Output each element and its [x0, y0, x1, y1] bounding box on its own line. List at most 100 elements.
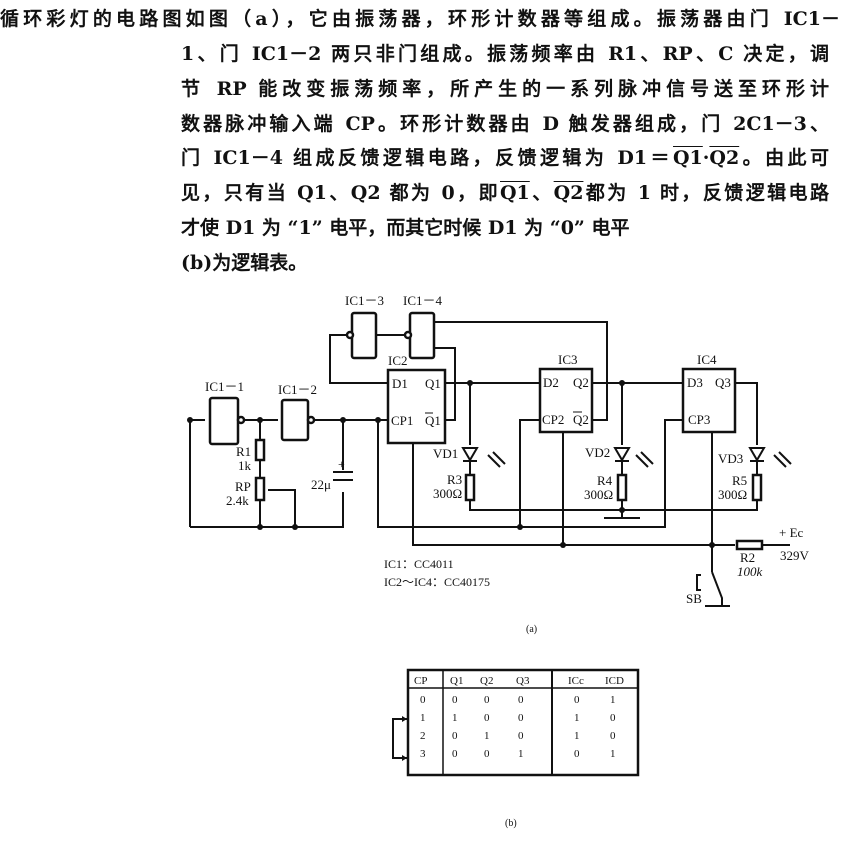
gate-ic1-4: IC1－4 — [403, 293, 443, 360]
q1-bar: Q1 — [500, 182, 530, 204]
rp-label: RP — [235, 479, 251, 494]
figure-caption-a: (a) — [526, 624, 537, 635]
text-line-7: 才使 D1 为 “1” 电平，而其它时候 D1 为 “0” 电平 — [181, 217, 630, 239]
resistor-r3 — [464, 473, 476, 502]
r1-label: R1 — [236, 444, 251, 459]
resistor-r1 — [254, 438, 266, 462]
table-cell: 0 — [610, 730, 616, 742]
table-cell: 0 — [452, 694, 458, 706]
q1-bar: Q1 — [673, 147, 703, 169]
gate-ic1-2: IC1－2 — [278, 382, 317, 442]
table-cell: 0 — [484, 712, 490, 724]
light-emission-icon — [487, 451, 792, 468]
pin-q1: Q1 — [425, 376, 441, 391]
r1-value: 1k — [238, 458, 252, 473]
table-cell: 2 — [420, 730, 426, 742]
pin-cp3: CP3 — [688, 412, 710, 427]
text-line-4: 数器脉冲输入端 CP。环形计数器由 D 触发器组成，门 2C1－3、 — [181, 113, 829, 135]
resistor-r5 — [751, 473, 763, 502]
resistor-r2 — [735, 539, 764, 551]
table-cell: 1 — [484, 730, 490, 742]
cap-polarity: + — [338, 457, 345, 471]
ic1-note: IC1：CC4011 — [384, 557, 454, 571]
pin-q3: Q3 — [715, 375, 731, 390]
r2-label: R2 — [740, 550, 755, 565]
vd3-label: VD3 — [718, 451, 743, 466]
led-vd3-icon — [748, 447, 766, 462]
table-cell: 1 — [452, 712, 458, 724]
r2-value: 100k — [737, 564, 763, 579]
table-cell: 1 — [574, 712, 580, 724]
text-line-6: 见，只有当 Q1、Q2 都为 0，即Q1、Q2都为 1 时，反馈逻辑电路 — [181, 181, 829, 205]
pin-q1-bar: Q1 — [425, 413, 441, 428]
header-q3: Q3 — [516, 675, 530, 687]
rp-value: 2.4k — [226, 493, 249, 508]
text-line-8: (b)为逻辑表。 — [181, 252, 308, 274]
table-cell: 0 — [420, 694, 426, 706]
ic4-flipflop: IC4 D3 Q3 CP3 — [681, 352, 737, 434]
pin-d1: D1 — [392, 376, 408, 391]
vd2-label: VD2 — [585, 445, 610, 460]
figure-caption-b: (b) — [505, 818, 517, 829]
switch-sb-label: SB — [686, 591, 702, 606]
ic-label: IC3 — [558, 352, 578, 367]
table-cell: 0 — [518, 694, 524, 706]
table-cell: 1 — [610, 748, 616, 760]
pin-d2: D2 — [543, 375, 559, 390]
supply-voltage: 329V — [780, 548, 810, 563]
text-line-1: 循环彩灯的电路图如图（a），它由振荡器，环形计数器等组成。振荡器由门 IC1－ — [0, 8, 840, 30]
table-cell: 1 — [610, 694, 616, 706]
supply-label: + Ec — [779, 525, 804, 540]
ic3-flipflop: IC3 D2 Q2 CP2 Q2 — [538, 352, 594, 434]
table-cell: 1 — [574, 730, 580, 742]
r5-value: 300Ω — [718, 487, 747, 502]
led-vd1-icon — [461, 447, 479, 462]
table-cell: 3 — [420, 748, 426, 760]
gate-label: IC1－1 — [205, 379, 244, 394]
ic2-ic4-note: IC2～IC4：CC40175 — [384, 575, 490, 589]
table-cell: 0 — [452, 748, 458, 760]
led-vd2-icon — [613, 447, 631, 462]
r5-label: R5 — [732, 473, 747, 488]
text-segment: · — [702, 147, 710, 169]
table-cell: 0 — [518, 712, 524, 724]
text-segment: 。由此可 — [739, 147, 829, 169]
text-segment: 、 — [529, 182, 554, 204]
r3-label: R3 — [447, 472, 462, 487]
pin-d3: D3 — [687, 375, 703, 390]
components: R1 1k RP 2.4k + 22μ VD1 R3 300Ω VD2 R4 3… — [226, 438, 810, 606]
gate-label: IC1－2 — [278, 382, 317, 397]
gate-ic1-3: IC1－3 — [345, 293, 384, 360]
gate-label: IC1－4 — [403, 293, 443, 308]
pin-cp2: CP2 — [542, 412, 564, 427]
pin-cp1: CP1 — [391, 413, 413, 428]
header-cp: CP — [414, 675, 427, 687]
r4-value: 300Ω — [584, 487, 613, 502]
cap-value: 22μ — [311, 477, 331, 492]
ic-label: IC2 — [388, 353, 408, 368]
table-cell: 0 — [484, 694, 490, 706]
table-cell: 0 — [610, 712, 616, 724]
pin-q2: Q2 — [573, 375, 589, 390]
vd1-label: VD1 — [433, 446, 458, 461]
capacitor — [333, 471, 353, 481]
text-segment: 门 IC1－4 组成反馈逻辑电路，反馈逻辑为 D1＝ — [181, 147, 673, 169]
junction-dots — [187, 380, 715, 548]
header-icd: ICD — [605, 675, 624, 687]
gate-label: IC1－3 — [345, 293, 384, 308]
text-line-2: 1、门 IC1－2 两只非门组成。振荡频率由 R1、RP、C 决定，调 — [181, 43, 829, 65]
potentiometer-rp — [254, 476, 266, 502]
r4-label: R4 — [597, 473, 613, 488]
header-q1: Q1 — [450, 675, 463, 687]
q2-bar: Q2 — [709, 147, 740, 169]
r3-value: 300Ω — [433, 486, 462, 501]
text-line-5: 门 IC1－4 组成反馈逻辑电路，反馈逻辑为 D1＝Q1·Q2。由此可 — [181, 146, 829, 170]
table-cell: 0 — [574, 694, 580, 706]
cycle-bracket — [392, 718, 407, 759]
q2-bar: Q2 — [553, 182, 584, 204]
gate-ic1-1: IC1－1 — [205, 379, 246, 446]
table-cell: 0 — [518, 730, 524, 742]
text-segment: 见，只有当 Q1、Q2 都为 0，即 — [181, 182, 500, 204]
